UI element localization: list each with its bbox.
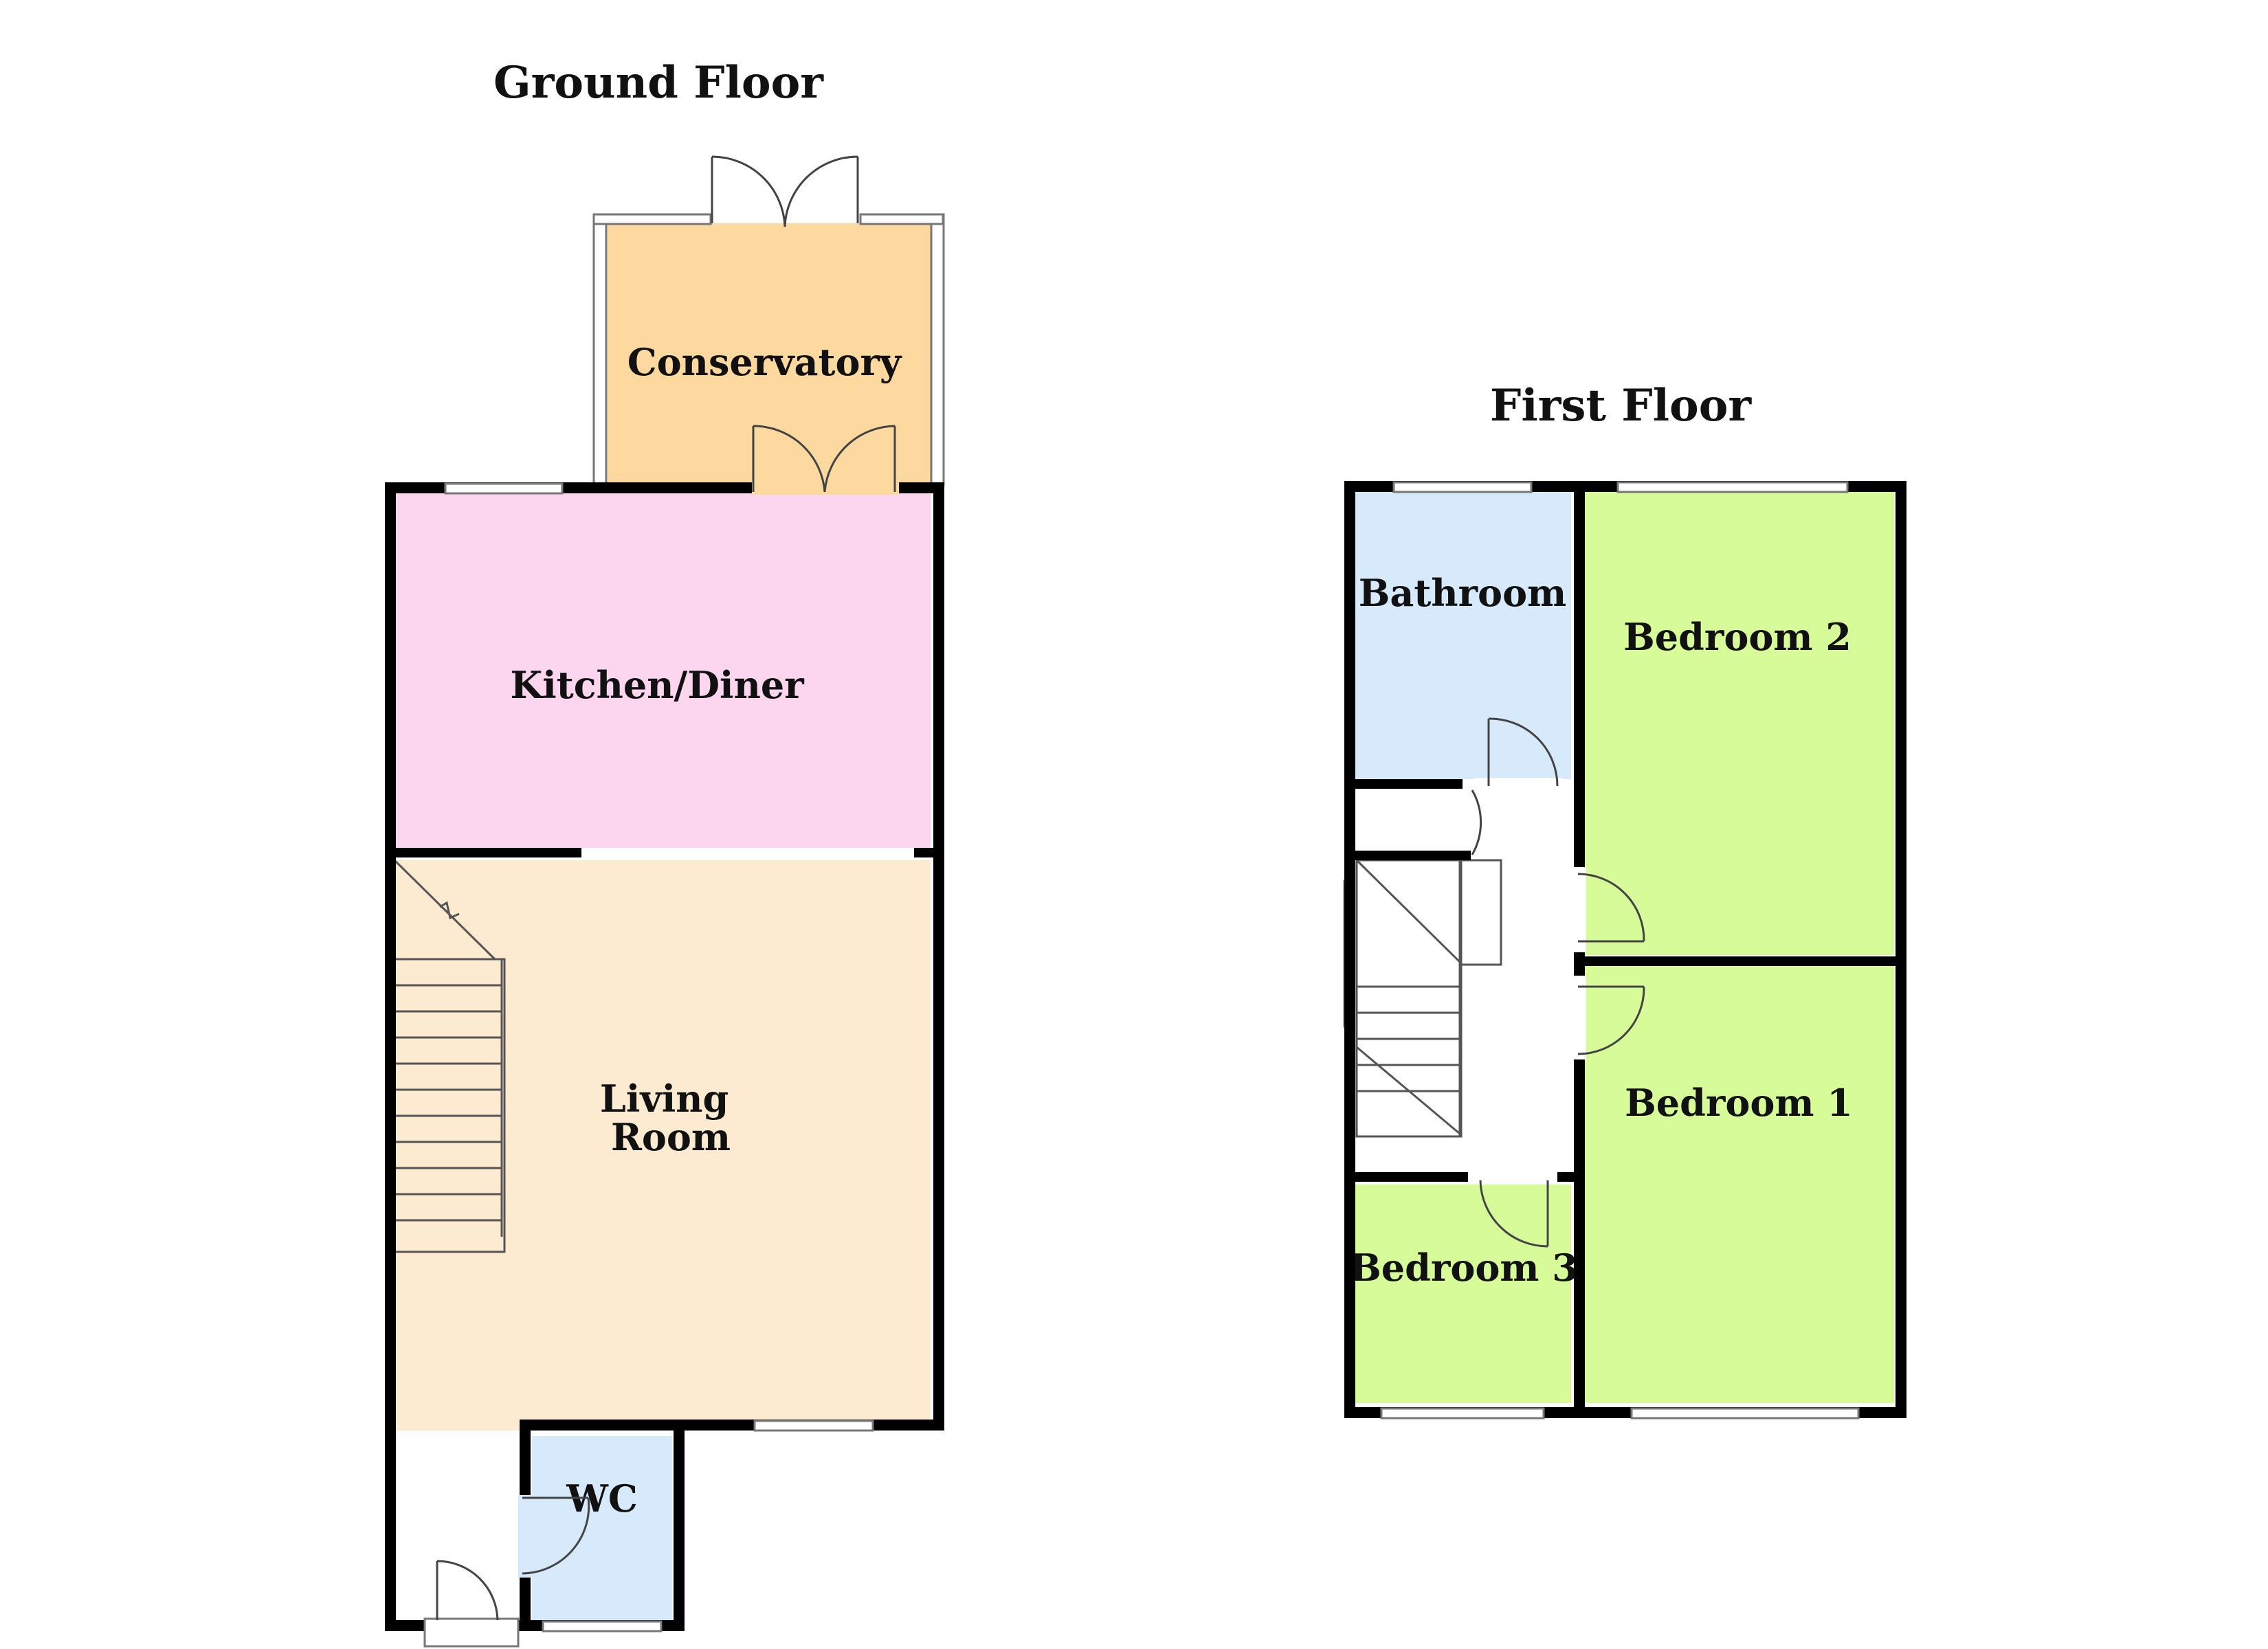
conservatory-top-window-right xyxy=(859,213,944,225)
living-room-area xyxy=(394,860,931,1431)
bedroom-1-door-opening xyxy=(1572,976,1586,1059)
room-label-kitchen-diner: Kitchen/Diner xyxy=(510,663,804,707)
wc-window xyxy=(542,1620,663,1633)
bathroom-area xyxy=(1354,491,1571,779)
bedroom-1-window xyxy=(1630,1407,1860,1420)
conservatory-area xyxy=(608,223,931,484)
front-door xyxy=(436,1560,499,1621)
bedroom-1-door xyxy=(1577,985,1645,1055)
conservatory-french-doors xyxy=(711,155,859,227)
wc-door-opening xyxy=(518,1495,532,1578)
wc-area xyxy=(532,1436,672,1623)
bedroom-2-door xyxy=(1577,873,1645,943)
room-label-living: Living Room xyxy=(600,1077,742,1159)
bedroom-3-window xyxy=(1380,1407,1545,1420)
room-label-bedroom-3: Bedroom 3 xyxy=(1350,1246,1578,1290)
first-floor-plan: Bathroom Bedroom 2 Bedroom 1 Bedroom 3 xyxy=(1343,481,1906,1420)
front-door-opening xyxy=(423,1617,520,1648)
room-label-conservatory: Conservatory xyxy=(627,340,902,384)
first-floor-staircase xyxy=(1355,859,1502,1138)
conservatory-left-window xyxy=(592,213,608,486)
landing-area xyxy=(1354,790,1571,1174)
room-label-bedroom-2: Bedroom 2 xyxy=(1623,615,1852,659)
bathroom-door xyxy=(1487,717,1559,787)
ground-floor-staircase xyxy=(393,859,506,1253)
landing-door xyxy=(1471,789,1482,855)
ground-floor-plan: Conservatory Kitchen/Diner Living Room W… xyxy=(385,155,945,1648)
kitchen-conservatory-doors xyxy=(752,425,896,493)
room-label-bedroom-1: Bedroom 1 xyxy=(1625,1081,1853,1125)
conservatory-right-window xyxy=(930,213,945,486)
bathroom-window xyxy=(1392,481,1533,493)
bedroom-3-door-opening xyxy=(1471,1171,1556,1183)
bedroom-2-area xyxy=(1585,491,1894,955)
wc-door xyxy=(522,1496,590,1575)
bedroom-2-door-opening xyxy=(1572,867,1586,952)
first-floor-title: First Floor xyxy=(1490,380,1752,431)
room-label-living-line2: Room xyxy=(611,1115,731,1159)
bedroom-3-area xyxy=(1354,1185,1571,1403)
room-label-living-line1: Living xyxy=(600,1077,729,1121)
bedroom-2-window xyxy=(1616,481,1849,493)
room-label-bathroom: Bathroom xyxy=(1359,571,1566,615)
ground-floor-title: Ground Floor xyxy=(493,57,824,109)
bedroom-1-area xyxy=(1585,966,1894,1403)
kitchen-window xyxy=(444,482,564,495)
entrance-hall-area xyxy=(394,1431,525,1623)
kitchen-diner-area xyxy=(394,493,931,848)
bathroom-door-opening xyxy=(1474,778,1563,790)
living-room-window xyxy=(753,1420,874,1432)
conservatory-top-window-left xyxy=(592,213,712,225)
bedroom-3-door xyxy=(1479,1180,1549,1248)
